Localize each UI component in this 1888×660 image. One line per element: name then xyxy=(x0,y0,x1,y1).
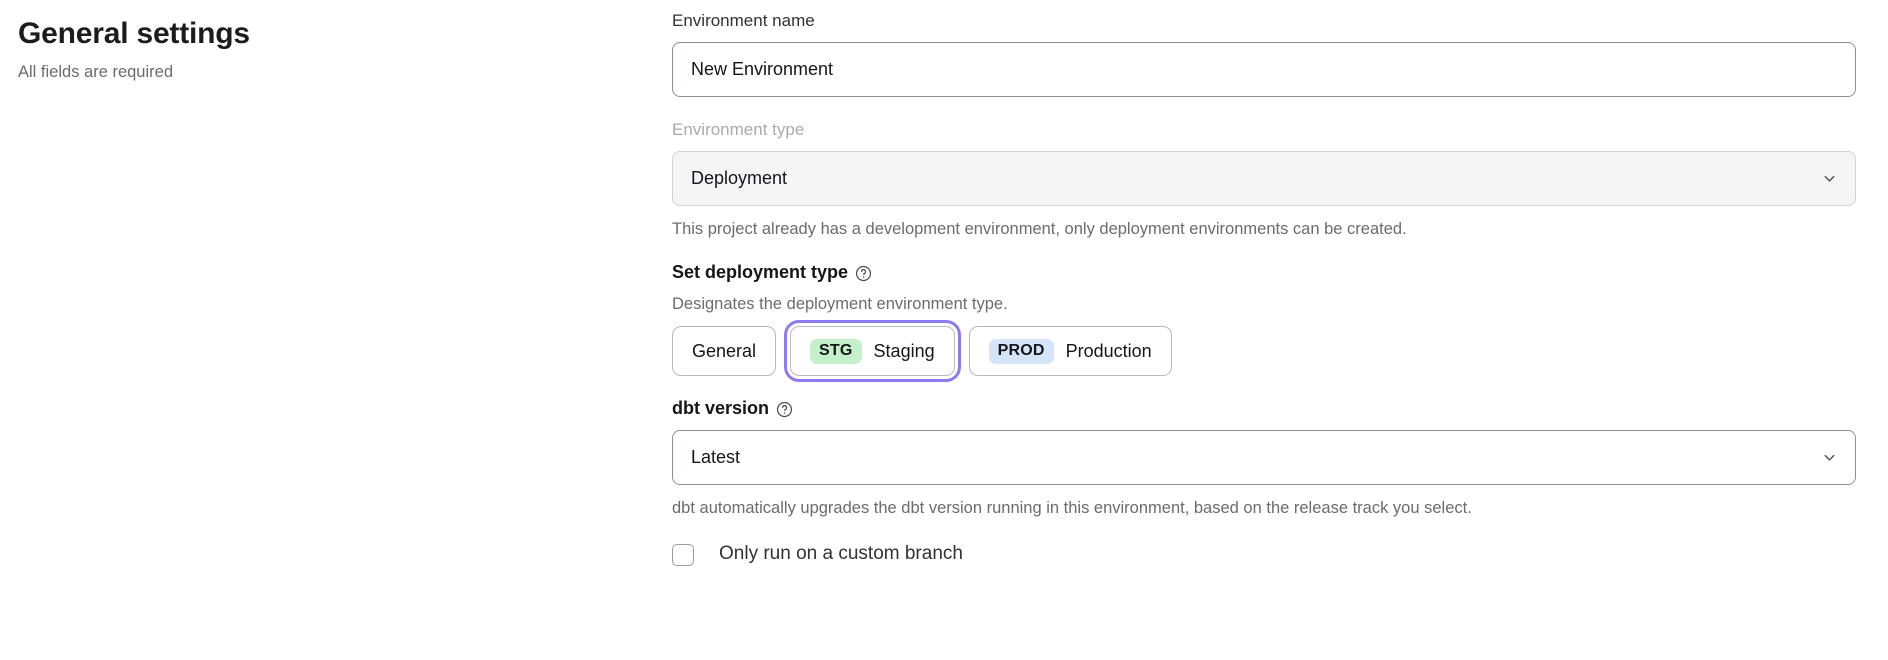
environment-type-helper: This project already has a development e… xyxy=(672,220,1407,239)
deployment-type-option-staging-label: Staging xyxy=(873,340,935,361)
environment-name-label: Environment name xyxy=(672,11,815,30)
help-circle-icon[interactable] xyxy=(855,265,872,282)
environment-name-value: New Environment xyxy=(691,59,834,80)
chevron-down-icon xyxy=(1824,454,1835,461)
field-environment-name: Environment name New Environment xyxy=(672,10,1856,98)
dbt-version-value: Latest xyxy=(691,446,741,467)
deployment-type-option-staging[interactable]: STG Staging xyxy=(784,320,961,383)
environment-type-label: Environment type xyxy=(672,120,805,140)
help-circle-icon[interactable] xyxy=(776,401,793,418)
deployment-type-option-production-label: Production xyxy=(1065,340,1152,361)
environment-type-select[interactable]: Deployment xyxy=(672,151,1856,207)
deployment-type-option-general-label: General xyxy=(692,340,757,361)
field-environment-type: Environment type Deployment This project… xyxy=(672,119,1856,240)
dbt-version-heading: dbt version xyxy=(672,398,1856,420)
page-subtitle: All fields are required xyxy=(18,63,173,81)
environment-type-value: Deployment xyxy=(691,168,788,189)
dbt-version-helper: dbt automatically upgrades the dbt versi… xyxy=(672,498,1472,517)
general-settings-intro: General settings All fields are required xyxy=(18,16,578,83)
deployment-type-heading: Set deployment type xyxy=(672,262,1856,284)
deployment-type-option-production[interactable]: PROD Production xyxy=(968,326,1172,377)
field-dbt-version: dbt version Latest dbt automatically upg… xyxy=(672,398,1856,519)
chevron-down-icon xyxy=(1824,176,1835,182)
deployment-type-option-general[interactable]: General xyxy=(672,326,777,377)
custom-branch-label: Only run on a custom branch xyxy=(719,543,963,565)
dbt-version-heading-text: dbt version xyxy=(672,398,770,419)
custom-branch-checkbox[interactable] xyxy=(672,543,694,566)
deployment-type-option-group: General STG Staging PROD Production xyxy=(672,320,1856,383)
custom-branch-row[interactable]: Only run on a custom branch xyxy=(672,543,1856,566)
field-deployment-type: Set deployment type Designates the deplo… xyxy=(672,262,1856,383)
dbt-version-select[interactable]: Latest xyxy=(672,429,1856,485)
production-badge: PROD xyxy=(988,338,1054,364)
deployment-type-description: Designates the deployment environment ty… xyxy=(672,295,1008,314)
environment-name-input[interactable]: New Environment xyxy=(672,42,1856,98)
staging-badge: STG xyxy=(810,338,862,364)
deployment-type-heading-text: Set deployment type xyxy=(672,262,849,283)
general-settings-form: Environment name New Environment Environ… xyxy=(672,10,1856,566)
page-title: General settings xyxy=(18,17,250,50)
